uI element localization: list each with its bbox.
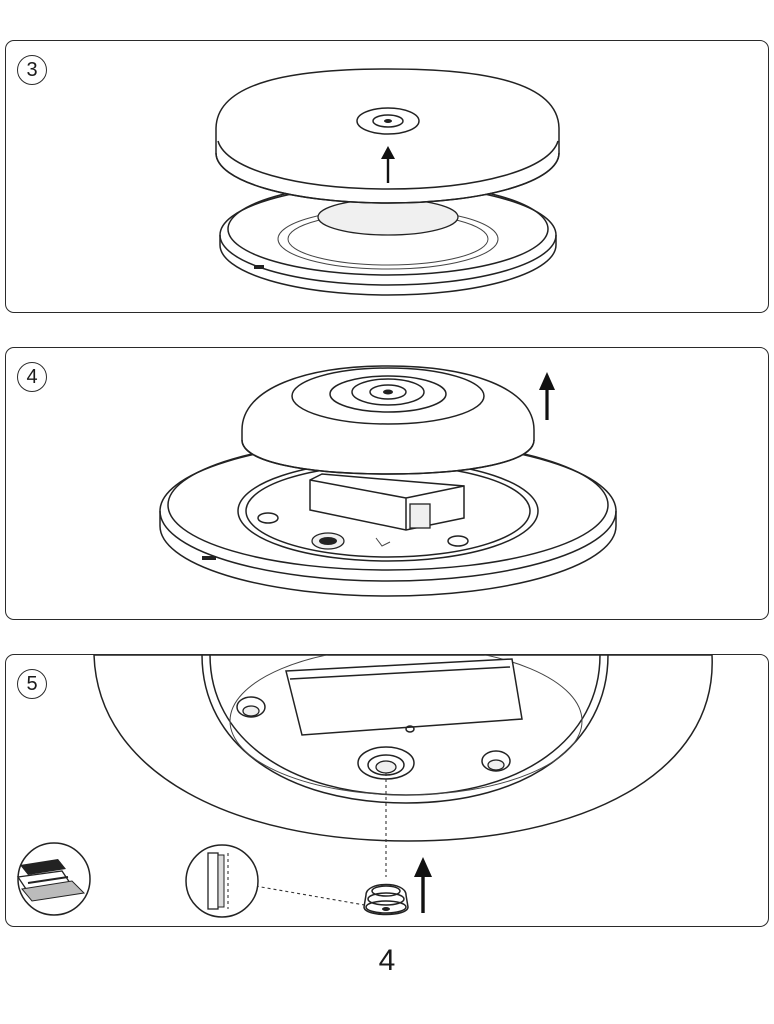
up-arrow-icon [414,857,432,913]
step-4-illustration [159,365,617,597]
step-5-illustration [16,655,713,918]
step-3-panel: 3 [5,40,769,313]
step-4-panel: 4 [5,347,769,620]
step-number-badge: 4 [17,362,47,392]
driver-box [285,658,523,736]
lamp-cover [215,68,560,204]
grommet-part [363,883,409,916]
step-3-illustration [215,68,560,296]
fixing-detail-icon [185,844,259,918]
up-arrow-icon [381,146,395,183]
up-arrow-icon [539,372,555,420]
adhesive-layer-icon [16,842,91,916]
page-number: 4 [378,944,396,977]
step-number-badge: 3 [17,55,47,85]
inner-hub [317,198,459,236]
step-number-badge: 5 [17,669,47,699]
driver-box [309,473,465,531]
lamp-cover [241,365,535,475]
step-5-panel: 5 [5,654,769,927]
base-ring [93,655,713,842]
